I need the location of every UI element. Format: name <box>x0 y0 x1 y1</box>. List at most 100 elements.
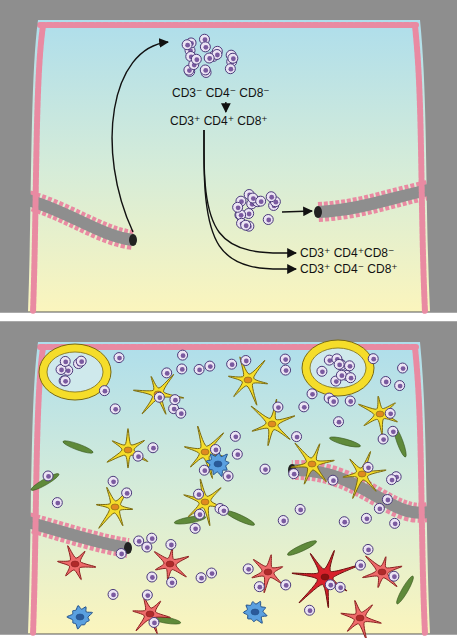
lymphocyte-nucleus <box>366 465 371 470</box>
lymphocyte-nucleus <box>236 205 241 210</box>
lymphocyte <box>395 381 405 391</box>
lymphocyte-nucleus <box>366 548 371 553</box>
lymphocyte <box>99 386 109 396</box>
lymphocyte <box>60 376 70 386</box>
lymphocyte-nucleus <box>235 452 240 457</box>
lymphocyte-nucleus <box>172 407 177 412</box>
lymphocyte-nucleus <box>119 552 124 557</box>
cell-nucleus <box>201 499 209 505</box>
lymphocyte-nucleus <box>117 356 122 361</box>
lymphocyte <box>385 408 395 418</box>
lymphocyte-nucleus <box>210 571 215 576</box>
lymphocyte <box>194 489 204 499</box>
lymphocyte-nucleus <box>276 405 281 410</box>
fibroblast <box>224 509 256 528</box>
lymphocyte <box>204 53 214 63</box>
lymphocyte <box>273 402 283 412</box>
cell-nucleus <box>251 609 259 615</box>
lymphocyte <box>167 577 177 587</box>
blood-vessel <box>318 190 428 212</box>
lymphocyte-nucleus <box>207 56 212 61</box>
cell-nucleus <box>376 411 384 417</box>
epithelial-lining <box>40 22 418 28</box>
lymphocyte <box>256 196 266 206</box>
lymphocyte <box>228 53 238 63</box>
lymphocyte <box>142 542 152 552</box>
lymphocyte <box>339 517 349 527</box>
lymphocyte-nucleus <box>339 373 344 378</box>
cell-population-label: CD3⁺ CD4⁺ CD8⁺ <box>168 113 270 129</box>
lymphocyte-nucleus <box>244 223 249 228</box>
migration-arrow <box>112 42 168 232</box>
lymphocyte-nucleus <box>392 574 397 579</box>
lymphocyte <box>52 498 62 508</box>
lymphocyte-nucleus <box>111 593 116 598</box>
lymphocyte <box>398 363 408 373</box>
macrophage <box>243 601 267 623</box>
lymphocyte-nucleus <box>151 446 156 451</box>
lymphocyte <box>170 395 180 405</box>
cell-nucleus <box>71 561 79 567</box>
lymphocyte <box>368 354 378 364</box>
lymphocyte-nucleus <box>103 389 108 394</box>
lymphocyte <box>335 582 345 592</box>
lymphocyte <box>110 404 120 414</box>
lymphocyte <box>374 503 384 513</box>
lymphocyte <box>166 540 176 550</box>
lymphocyte <box>233 202 243 212</box>
population-text: CD3⁺ CD4⁺CD8⁻ <box>300 246 394 260</box>
fibroblast <box>286 539 318 558</box>
lymphocyte-nucleus <box>193 526 198 531</box>
lymphocyte <box>363 544 373 554</box>
lymphocyte-nucleus <box>284 583 289 588</box>
lymphocyte-nucleus <box>203 45 208 50</box>
lymphocyte <box>178 350 188 360</box>
epithelial-cell <box>291 443 334 484</box>
dendritic-cell <box>292 550 359 607</box>
migration-arrow <box>282 211 312 212</box>
epithelial-cell <box>96 487 133 528</box>
lymphocyte <box>195 509 205 519</box>
lobule-ground <box>0 0 457 312</box>
vessel-opening <box>314 206 322 218</box>
lymphocyte <box>345 396 355 406</box>
differentiation-arrow <box>204 130 296 269</box>
epithelial-cell <box>343 452 386 499</box>
lymphocyte-nucleus <box>170 580 175 585</box>
lymphocyte-nucleus <box>228 67 233 72</box>
medullary-epithelial-cell <box>133 597 171 634</box>
blood-vessel <box>28 522 128 548</box>
lymphocyte <box>382 495 392 505</box>
lymphocyte <box>232 449 242 459</box>
lobule-panel <box>0 322 457 634</box>
blood-vessel <box>292 470 428 513</box>
lymphocyte-nucleus <box>337 363 342 368</box>
lymphocyte <box>59 376 69 386</box>
lymphocyte <box>334 359 344 369</box>
lymphocyte <box>207 568 217 578</box>
lymphocyte-nucleus <box>194 57 199 62</box>
lymphocyte <box>381 376 391 386</box>
lymphocyte-nucleus <box>66 368 71 373</box>
lymphocyte-nucleus <box>257 585 262 590</box>
cell-nucleus <box>356 615 364 621</box>
epithelial-lining <box>415 348 425 634</box>
cell-nucleus <box>308 461 316 467</box>
lymphocyte-nucleus <box>259 199 264 204</box>
cell-nucleus <box>166 561 174 567</box>
lymphocyte-nucleus <box>180 367 185 372</box>
lymphocyte-nucleus <box>386 498 391 503</box>
lymphocyte-nucleus <box>198 512 203 517</box>
cell-nucleus <box>201 449 209 455</box>
lymphocyte <box>378 434 388 444</box>
lymphocyte <box>390 518 400 528</box>
lobule-ground <box>0 322 457 634</box>
lymphocyte-nucleus <box>384 380 389 385</box>
vessel-opening <box>129 234 137 246</box>
lymphocyte-nucleus <box>371 357 376 362</box>
lymphocyte-nucleus <box>401 366 406 371</box>
lymphocyte <box>154 392 164 402</box>
